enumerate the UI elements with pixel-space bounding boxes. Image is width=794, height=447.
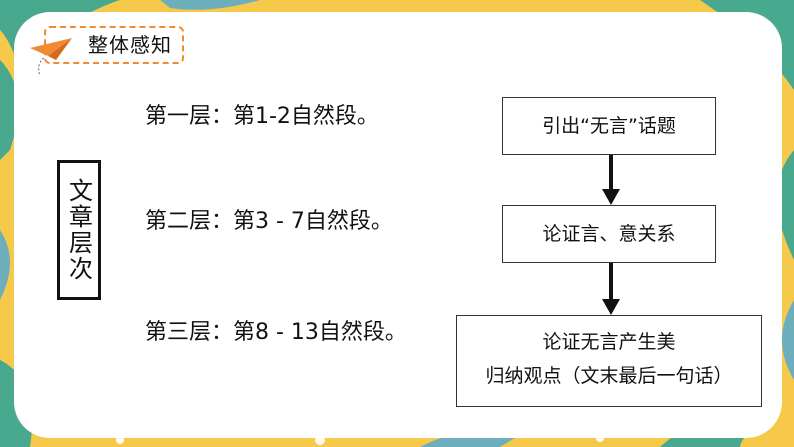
side-label: 文章层次 [64, 178, 93, 282]
flow-arrow-1 [602, 155, 620, 205]
side-label-box: 文章层次 [57, 160, 101, 300]
flow-arrow-2 [602, 263, 620, 315]
page-title: 整体感知 [88, 33, 172, 57]
layer-item-3: 第三层：第8 - 13自然段。 [145, 320, 407, 345]
layer-item-2: 第二层：第3 - 7自然段。 [145, 209, 393, 234]
flow-box-1: 引出“无言”话题 [502, 97, 716, 155]
flow-box-3-line-2: 归纳观点（文末最后一句话） [485, 365, 733, 387]
paper-plane-icon [30, 38, 72, 77]
flow-box-3-line-1: 论证无言产生美 [542, 331, 676, 353]
flow-box-2: 论证言、意关系 [502, 205, 716, 263]
flow-box-3: 论证无言产生美 归纳观点（文末最后一句话） [456, 315, 762, 407]
layer-item-1: 第一层：第1-2自然段。 [145, 104, 379, 129]
